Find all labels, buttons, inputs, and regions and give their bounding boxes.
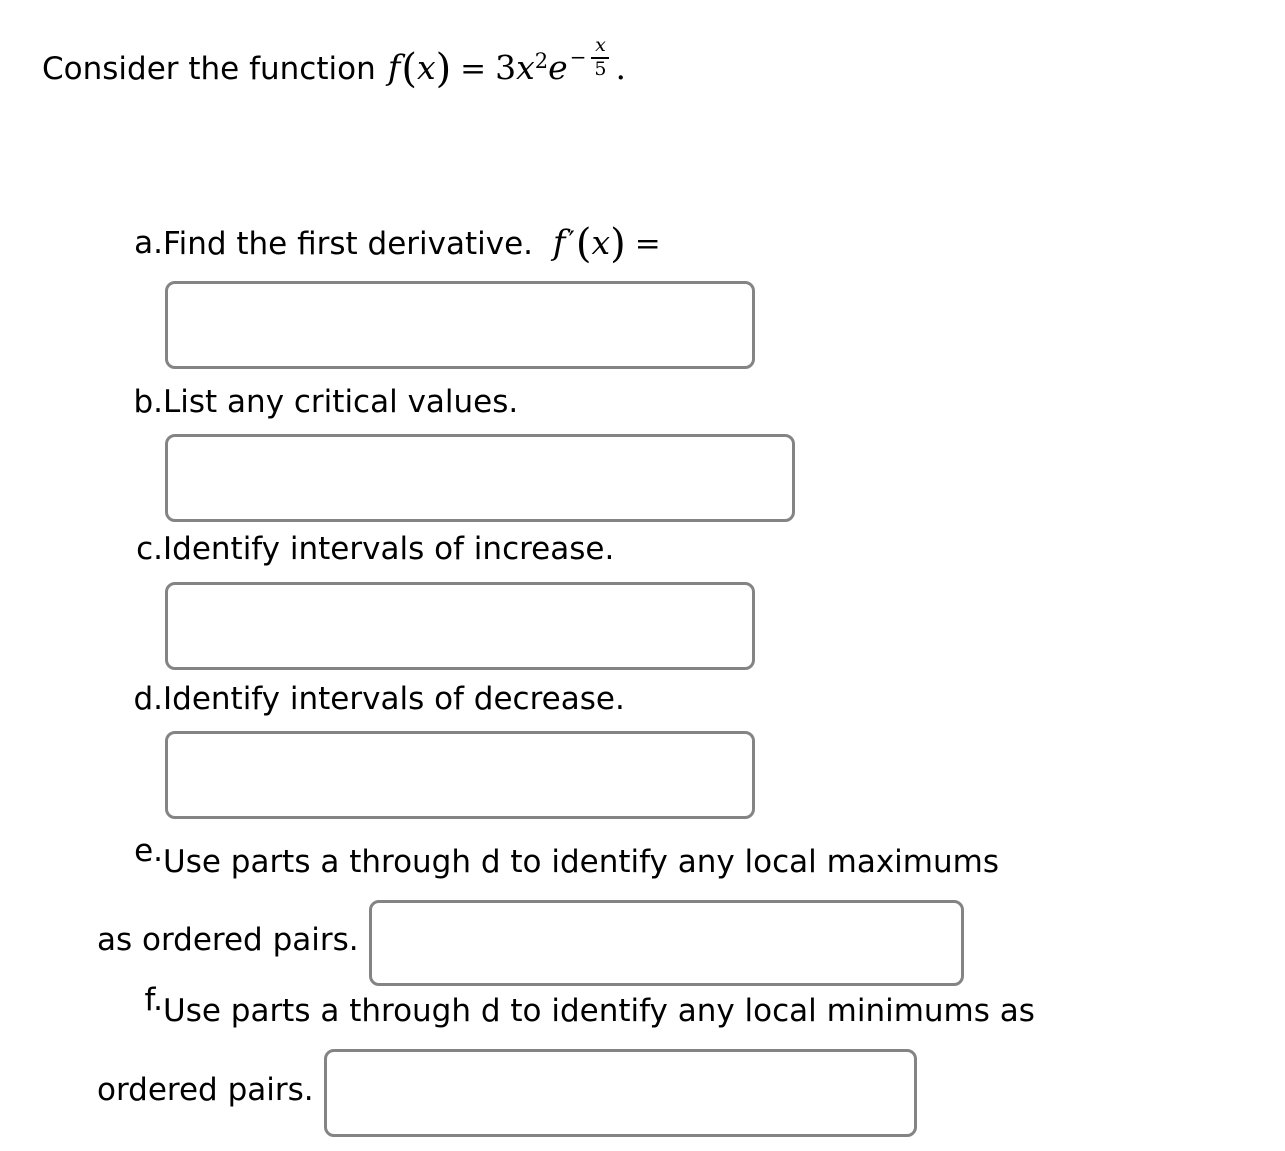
equals-sign: = bbox=[460, 51, 487, 87]
prime-symbol: ′ bbox=[568, 225, 575, 258]
question-item-c: c. Identify intervals of increase. bbox=[97, 524, 614, 574]
function-name: f bbox=[387, 48, 401, 88]
list-marker-a: a. bbox=[134, 225, 163, 261]
question-b-body: List any critical values. bbox=[163, 384, 518, 420]
answer-field-a[interactable] bbox=[165, 281, 755, 369]
derivative-function-name: f bbox=[552, 223, 566, 263]
question-item-e: e. Use parts a through d to identify any… bbox=[97, 826, 1257, 986]
answer-field-f[interactable] bbox=[323, 1049, 917, 1137]
question-e-text-line2: as ordered pairs. bbox=[97, 921, 359, 958]
fraction-bar bbox=[591, 57, 610, 59]
question-d-body: Identify intervals of decrease. bbox=[163, 681, 625, 717]
answer-field-b[interactable] bbox=[165, 434, 795, 522]
question-f-text-line1: Use parts a through d to identify any lo… bbox=[163, 993, 1035, 1029]
statement-period: . bbox=[615, 48, 626, 87]
list-marker-e: e. bbox=[134, 833, 163, 869]
question-a-body: Find the first derivative. f′(x) = bbox=[163, 223, 670, 264]
question-item-f: f. Use parts a through d to identify any… bbox=[97, 975, 1277, 1137]
exponent-minus-sign: − bbox=[569, 45, 587, 69]
question-c-text: Identify intervals of increase. bbox=[163, 531, 615, 567]
base-variable: x bbox=[516, 48, 535, 87]
function-argument: x bbox=[416, 48, 436, 87]
first-derivative-math: f′(x) = bbox=[553, 218, 670, 270]
question-e-body: Use parts a through d to identify any lo… bbox=[97, 844, 999, 986]
coefficient: 3 bbox=[495, 48, 517, 87]
question-f-body: Use parts a through d to identify any lo… bbox=[97, 993, 1035, 1137]
derivative-argument: x bbox=[591, 223, 611, 262]
fraction-denominator: 5 bbox=[594, 58, 607, 80]
question-item-b: b. List any critical values. bbox=[97, 377, 518, 427]
list-marker-c: c. bbox=[136, 531, 163, 567]
question-a-text: Find the first derivative. bbox=[163, 226, 534, 262]
equals-sign: = bbox=[634, 226, 661, 262]
question-e-text-line1: Use parts a through d to identify any lo… bbox=[163, 844, 999, 880]
question-f-text-line2: ordered pairs. bbox=[97, 1071, 314, 1108]
question-item-a: a. Find the first derivative. f′(x) = bbox=[97, 218, 670, 270]
list-marker-f: f. bbox=[144, 982, 163, 1018]
problem-statement-text: Consider the function bbox=[42, 51, 376, 87]
answer-field-c[interactable] bbox=[165, 582, 755, 670]
answer-field-d[interactable] bbox=[165, 731, 755, 819]
euler-number: e bbox=[548, 48, 568, 87]
list-marker-b: b. bbox=[133, 384, 163, 420]
question-item-d: d. Identify intervals of decrease. bbox=[97, 674, 625, 724]
answer-field-e[interactable] bbox=[368, 900, 964, 986]
fraction-numerator: x bbox=[595, 34, 606, 57]
exponent-power: 2 bbox=[534, 49, 549, 73]
question-c-body: Identify intervals of increase. bbox=[163, 531, 614, 567]
list-marker-d: d. bbox=[133, 681, 163, 717]
question-b-text: List any critical values. bbox=[163, 384, 519, 420]
question-d-text: Identify intervals of decrease. bbox=[163, 681, 625, 717]
